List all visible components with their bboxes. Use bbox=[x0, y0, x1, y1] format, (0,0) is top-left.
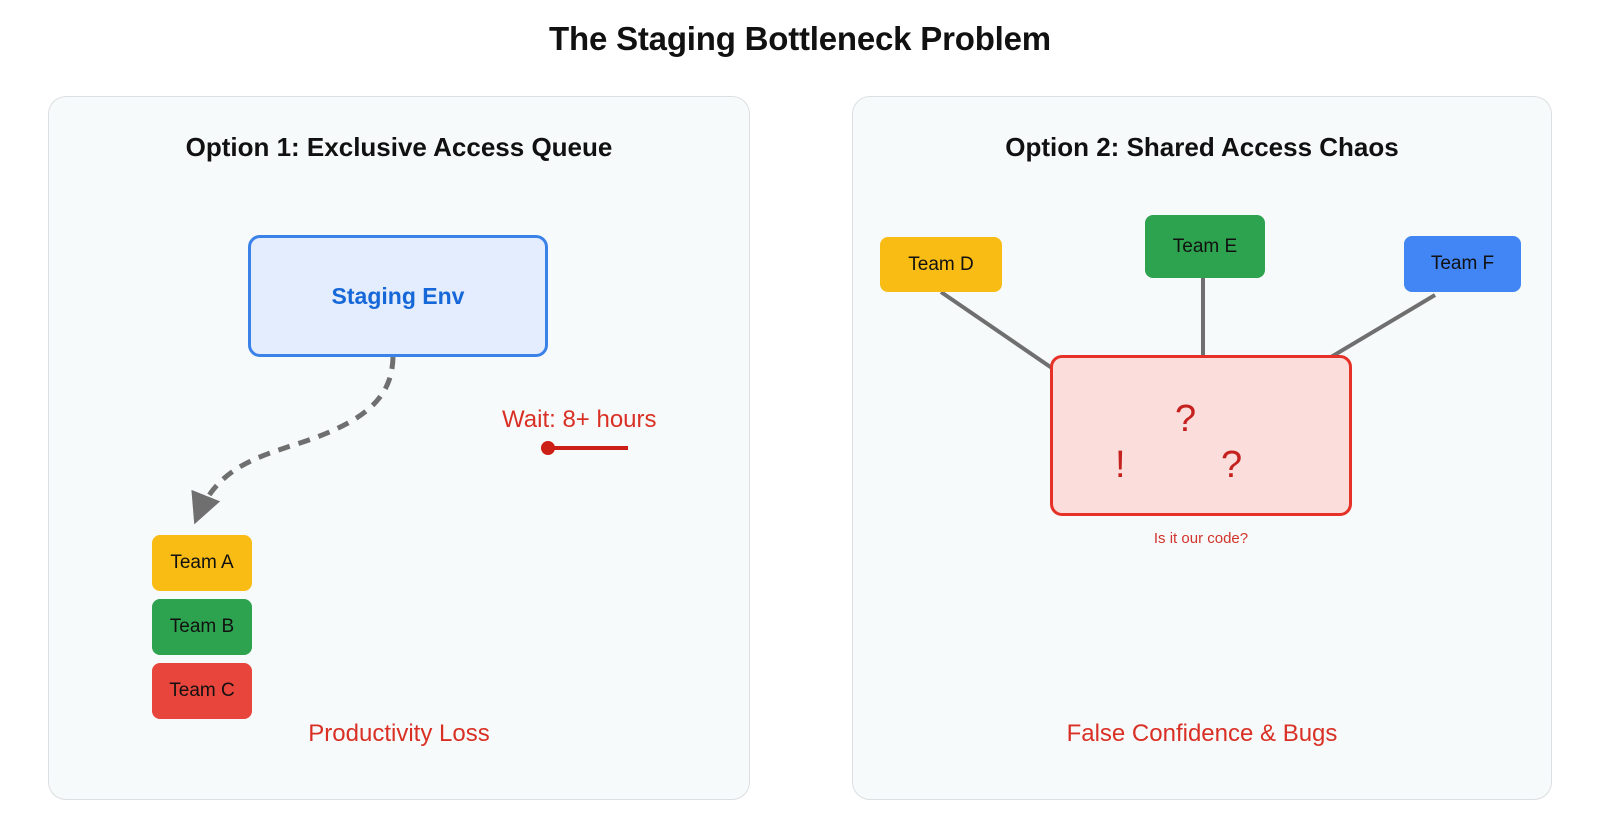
panel-option-2-title: Option 2: Shared Access Chaos bbox=[1005, 132, 1399, 162]
node-staging-env-label: Staging Env bbox=[331, 282, 465, 309]
wait-dot bbox=[541, 441, 555, 455]
node-team-c[interactable]: Team C bbox=[152, 663, 252, 719]
node-team-e[interactable]: Team E bbox=[1145, 215, 1265, 278]
caption-false-confidence-bugs: False Confidence & Bugs bbox=[1066, 720, 1338, 747]
node-team-f-label: Team F bbox=[1430, 253, 1495, 274]
node-team-f[interactable]: Team F bbox=[1404, 236, 1521, 292]
caption-productivity-loss: Productivity Loss bbox=[308, 720, 490, 747]
wait-label: Wait: 8+ hours bbox=[502, 406, 657, 433]
edge-staging-to-team-a bbox=[191, 356, 396, 525]
panel-option-1-content: Option 1: Exclusive Access Queue bbox=[48, 96, 750, 800]
page-title: The Staging Bottleneck Problem bbox=[549, 20, 1051, 57]
node-team-a-label: Team A bbox=[170, 552, 234, 573]
chaos-symbol-question-1: ? bbox=[1175, 398, 1197, 440]
node-team-d-label: Team D bbox=[908, 253, 974, 275]
node-team-b-label: Team B bbox=[169, 616, 235, 637]
node-team-d[interactable]: Team D bbox=[880, 237, 1002, 292]
node-team-a[interactable]: Team A bbox=[152, 535, 252, 591]
caption-is-it-our-code: Is it our code? bbox=[1153, 530, 1249, 547]
panel-option-1-title: Option 1: Exclusive Access Queue bbox=[185, 132, 613, 162]
chaos-symbol-question-2: ? bbox=[1221, 444, 1243, 486]
chaos-symbol-exclamation: ! bbox=[1115, 444, 1126, 486]
node-chaos-box[interactable]: ? ! ? bbox=[1050, 355, 1352, 516]
node-staging-env[interactable]: Staging Env bbox=[248, 235, 548, 357]
node-team-e-label: Team E bbox=[1172, 235, 1238, 257]
panel-option-2-content: Option 2: Shared Access Chaos bbox=[852, 96, 1552, 800]
node-team-c-label: Team C bbox=[169, 680, 235, 701]
node-team-b[interactable]: Team B bbox=[152, 599, 252, 655]
